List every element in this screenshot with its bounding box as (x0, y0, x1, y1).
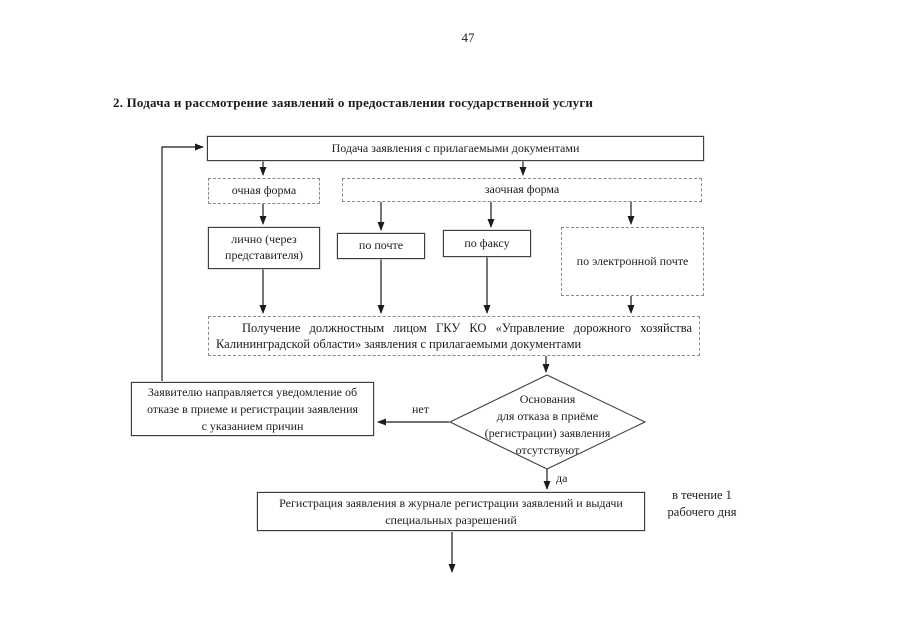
node-in-person-form: очная форма (208, 178, 320, 204)
page-number: 47 (461, 30, 475, 45)
duration-line2: рабочего дня (667, 505, 737, 519)
node-decision-line4: отсутствуют (515, 443, 580, 457)
section-heading: 2. Подача и рассмотрение заявлений о пре… (113, 95, 594, 110)
node-registration: Регистрация заявления в журнале регистра… (257, 492, 645, 531)
node-by-fax: по факсу (443, 230, 531, 257)
duration-annotation: в течение 1 рабочего дня (652, 487, 752, 521)
node-decision-line2: для отказа в приёме (496, 409, 599, 423)
node-by-mail-label: по почте (358, 238, 404, 253)
node-decision-line3: (регистрации) заявления (484, 426, 611, 440)
node-registration-line1: Регистрация заявления в журнале регистра… (279, 495, 623, 510)
node-receipt-line2: Калининградской области» заявления с при… (216, 337, 582, 352)
node-refusal-line1: Заявителю направляется уведомление об (147, 384, 358, 399)
node-remote-form-label: заочная форма (484, 182, 560, 197)
node-submission: Подача заявления с прилагаемыми документ… (207, 136, 704, 161)
duration-line1: в течение 1 (672, 488, 732, 502)
node-personally-line1: лично (через (231, 232, 297, 247)
node-in-person-form-label: очная форма (231, 183, 297, 198)
connector-refusal-to-submission (161, 143, 204, 381)
node-submission-label: Подача заявления с прилагаемыми документ… (331, 140, 580, 155)
node-personally: лично (через представителя) (208, 227, 320, 269)
node-receipt-line1: Получение должностным лицом ГКУ КО «Упра… (242, 321, 692, 335)
node-decision-line1: Основания (519, 392, 576, 406)
node-refusal-line3: с указанием причин (201, 418, 304, 433)
node-receipt: Получение должностным лицом ГКУ КО «Упра… (208, 316, 700, 356)
node-registration-line2: специальных разрешений (385, 512, 517, 527)
node-refusal-line2: отказе в приеме и регистрации заявления (146, 401, 359, 416)
node-remote-form: заочная форма (342, 178, 702, 202)
node-by-mail: по почте (337, 233, 425, 259)
node-decision: Основания для отказа в приёме (регистрац… (460, 387, 635, 463)
edge-label-no: нет (412, 402, 429, 416)
edge-label-yes: да (556, 471, 568, 485)
node-personally-line2: представителя) (225, 248, 303, 262)
node-refusal-notice: Заявителю направляется уведомление об от… (131, 382, 374, 436)
node-by-email: по электронной почте (561, 227, 704, 296)
node-by-fax-label: по факсу (464, 235, 510, 250)
node-by-email-label: по электронной почте (576, 253, 689, 268)
